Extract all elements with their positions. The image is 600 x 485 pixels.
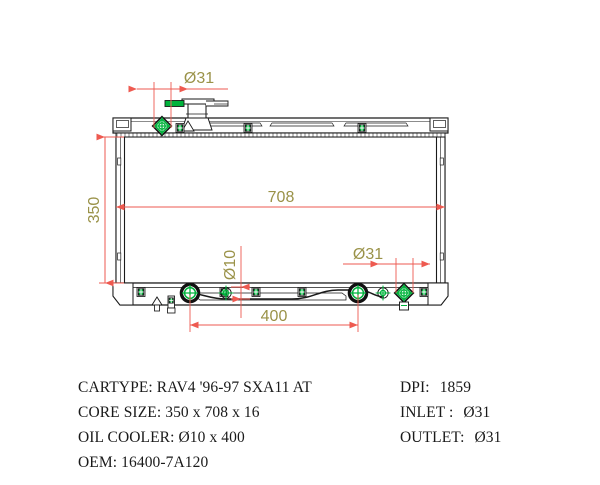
dimension-label-outlet-dia: Ø31 [353,246,383,263]
spec-row-cartype: CARTYPE: RAV4 '96-97 SXA11 AT DPI:1859 [0,375,600,400]
dimension-cooler-span: 400 [189,295,359,332]
dimension-label-cooler-dia: Ø10 [222,250,239,280]
dimension-annotations: Ø31 350 708 Ø10 [86,70,445,332]
spec-row-oil-cooler: OIL COOLER: Ø10 x 400 OUTLET:Ø31 [0,425,600,450]
top-tank-clip [243,122,253,134]
bottom-tank-clip [297,286,307,298]
technical-drawing-canvas: Ø31 350 708 Ø10 [86,70,449,332]
dimension-label-cooler-span: 400 [261,308,288,325]
dimension-label-core-width: 708 [268,189,295,206]
top-tank-clip [175,122,185,134]
spec-inlet: INLET :Ø31 [400,404,491,421]
spec-cartype: CARTYPE: RAV4 '96-97 SXA11 AT [78,379,312,396]
spec-oem: OEM: 16400-7A120 [78,454,209,471]
spec-row-oem: OEM: 16400-7A120 [0,450,600,475]
mounting-bracket [151,295,176,314]
dimension-label-inlet-dia: Ø31 [184,70,214,87]
specification-block: CARTYPE: RAV4 '96-97 SXA11 AT DPI:1859 C… [0,375,600,475]
right-side-rail [435,136,446,284]
bottom-tank-clip [419,286,429,298]
dimension-inlet-dia: Ø31 [128,70,228,128]
spec-oil-cooler: OIL COOLER: Ø10 x 400 [78,429,245,446]
dimension-core-width: 708 [116,189,445,211]
spec-outlet: OUTLET:Ø31 [400,429,502,446]
bottom-tank-clip [251,286,261,298]
bottom-tank-clip [136,286,146,298]
filler-neck-cap [164,98,229,131]
spec-core-size: CORE SIZE: 350 x 708 x 16 [78,404,260,421]
dimension-label-height: 350 [86,197,103,224]
top-tank-clip [357,122,367,134]
dimension-outlet-dia: Ø31 [343,246,430,293]
spec-row-core-size: CORE SIZE: 350 x 708 x 16 INLET :Ø31 [0,400,600,425]
dimension-cooler-dia: Ø10 [222,246,250,318]
radiator-assembly [112,98,449,314]
dimension-height: 350 [86,133,124,287]
spec-dpi: DPI:1859 [400,379,472,396]
left-side-rail [115,136,126,284]
